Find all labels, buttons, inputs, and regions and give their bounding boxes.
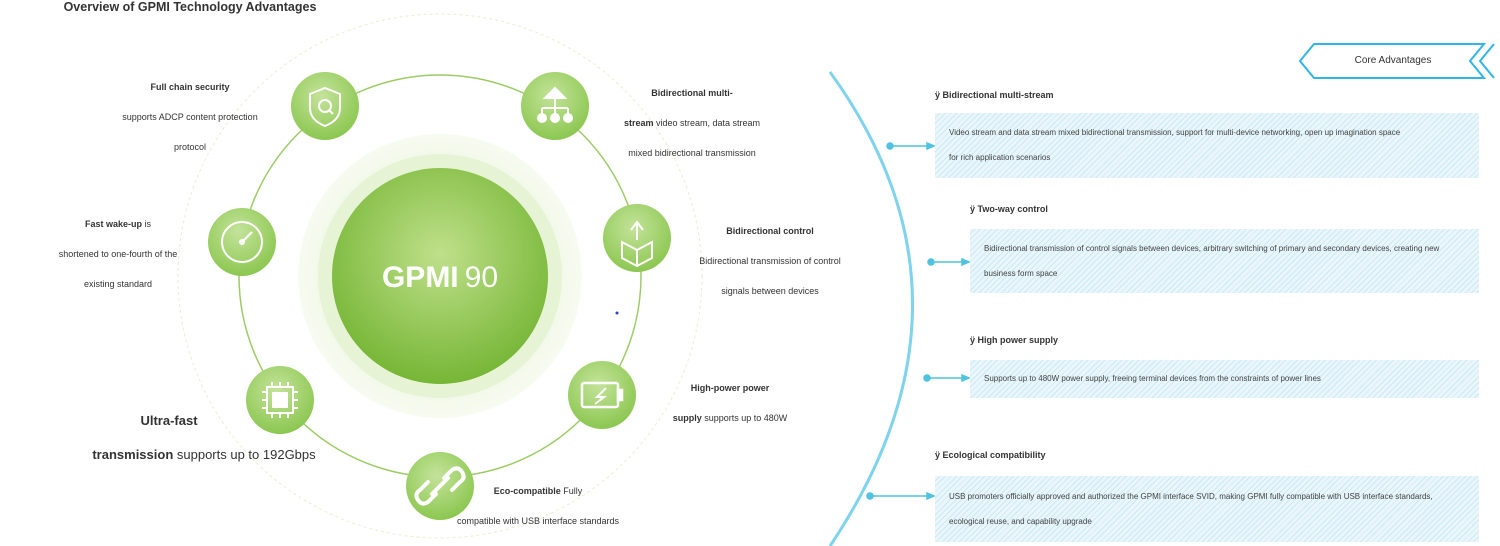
- advantage-box-control: Bidirectional transmission of control si…: [970, 229, 1479, 293]
- feature-eco-text: Eco-compatible Fully compatible with USB…: [456, 486, 620, 526]
- advantage-head-multistream: ÿ Bidirectional multi-stream: [935, 90, 1054, 100]
- feature-security-text: Full chain security supports ADCP conten…: [122, 82, 258, 152]
- advantage-box-multistream: Video stream and data stream mixed bidir…: [935, 113, 1479, 178]
- connector-arrow: [886, 141, 936, 151]
- core-advantages-banner: [1298, 43, 1495, 79]
- feature-power-text: High-power power supply supports up to 4…: [672, 383, 788, 423]
- advantage-head-power: ÿ High power supply: [970, 335, 1059, 345]
- link-icon: [414, 466, 466, 506]
- connector-arrow: [923, 373, 971, 383]
- gauge-icon: [221, 221, 263, 263]
- connector-arrow: [866, 491, 936, 501]
- advantage-head-control: ÿ Two-way control: [970, 204, 1048, 214]
- node-power: [568, 361, 636, 429]
- connector-arrow: [927, 257, 971, 267]
- feature-transmission-text: Ultra-fast transmission supports up to 1…: [92, 413, 316, 462]
- node-eco: [406, 452, 474, 520]
- node-transmission: [246, 366, 314, 434]
- chip-icon: [262, 382, 298, 418]
- node-control: [603, 204, 671, 272]
- battery-icon: [580, 381, 624, 409]
- tiny-blue-dot: [615, 311, 619, 315]
- feature-wakeup-text: Fast wake-up is shortened to one-fourth …: [58, 219, 178, 289]
- shield-icon: [309, 86, 341, 128]
- core-advantages-label: Core Advantages: [1354, 55, 1432, 66]
- core-model: 90: [465, 261, 498, 294]
- node-wakeup: [208, 208, 276, 276]
- box-upload-icon: [621, 220, 653, 268]
- feature-control-text: Bidirectional control Bidirectional tran…: [699, 226, 841, 296]
- advantage-head-eco: ÿ Ecological compatibility: [935, 450, 1046, 460]
- core-brand: GPMI: [382, 261, 459, 294]
- node-multistream: [521, 72, 589, 140]
- feature-multistream-text: Bidirectional multi- stream video stream…: [623, 88, 761, 158]
- page-title: Overview of GPMI Technology Advantages: [63, 0, 317, 14]
- advantage-box-eco: USB promoters officially approved and au…: [935, 476, 1479, 542]
- outer-dashed-ring: [177, 13, 703, 539]
- advantage-box-power: Supports up to 480W power supply, freein…: [970, 360, 1479, 398]
- node-security: [291, 72, 359, 140]
- core-circle: [332, 168, 548, 384]
- network-tree-icon: [537, 86, 573, 123]
